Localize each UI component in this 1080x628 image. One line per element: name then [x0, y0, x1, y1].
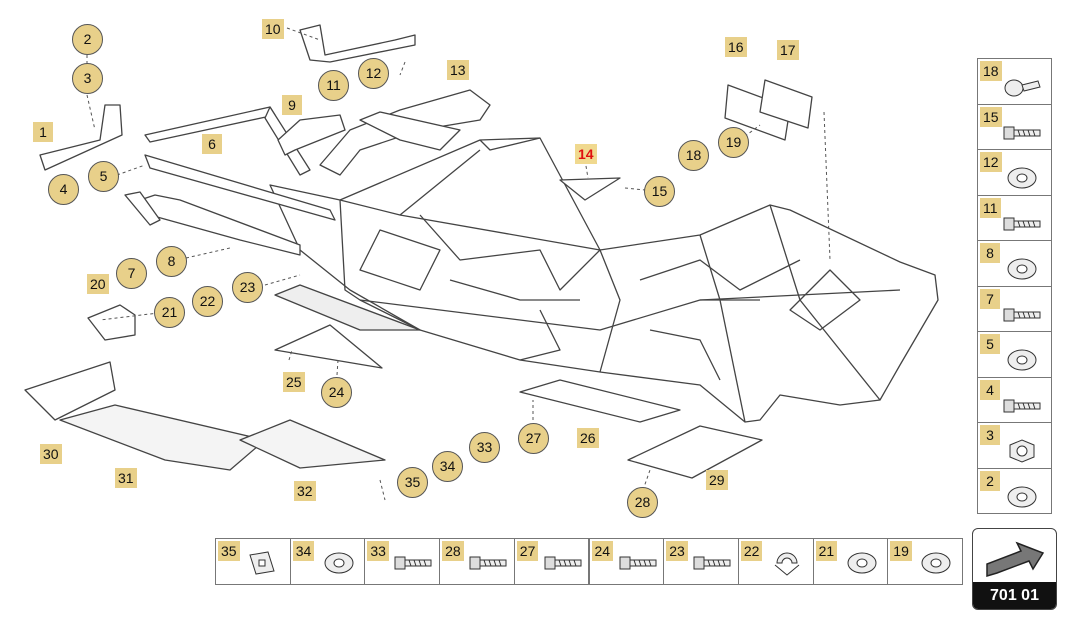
legend-cell-8: 8: [977, 240, 1052, 287]
callout-circle-24: 24: [321, 377, 352, 408]
callout-square-9: 9: [282, 95, 302, 115]
legend-number: 7: [980, 288, 1000, 309]
legend-cell-28: 28: [439, 538, 515, 585]
callout-circle-27: 27: [518, 423, 549, 454]
legend-number: 23: [666, 541, 688, 561]
legend-cell-33: 33: [364, 538, 441, 585]
legend-cell-21: 21: [812, 538, 889, 585]
callout-square-26: 26: [577, 428, 599, 448]
undertray-31: [59, 404, 266, 471]
legend-number: 4: [980, 379, 1000, 400]
legend-cell-27: 27: [513, 538, 590, 585]
callout-square-25: 25: [283, 372, 305, 392]
legend-cell-4: 4: [977, 376, 1052, 423]
callout-circle-7: 7: [116, 258, 147, 289]
page-number: 701 01: [973, 582, 1056, 609]
legend-number: 35: [218, 541, 240, 561]
legend-cell-23: 23: [663, 538, 739, 585]
callout-square-32: 32: [294, 481, 316, 501]
callout-square-13: 13: [447, 60, 469, 80]
callout-square-31: 31: [115, 468, 137, 488]
callout-square-30: 30: [40, 444, 62, 464]
gusset-14: [559, 177, 621, 201]
legend-number: 15: [980, 106, 1002, 127]
hardware-legend-right: 18 15 12 11 8 7 5 4 3 2: [977, 58, 1052, 514]
legend-cell-22: 22: [737, 538, 814, 585]
callout-square-29: 29: [706, 470, 728, 490]
callout-circle-18: 18: [678, 140, 709, 171]
callout-square-6: 6: [202, 134, 222, 154]
callout-square-14: 14: [575, 144, 597, 164]
callout-circle-11: 11: [318, 70, 349, 101]
legend-cell-24: 24: [588, 538, 665, 585]
callout-circle-8: 8: [156, 246, 187, 277]
panel-29: [627, 425, 763, 479]
plate-17: [759, 79, 813, 129]
legend-number: 24: [591, 541, 614, 561]
gasket-30: [24, 361, 116, 421]
legend-number: 18: [980, 61, 1002, 81]
callout-circle-28: 28: [627, 487, 658, 518]
bracket-20: [87, 304, 136, 341]
legend-cell-11: 11: [977, 194, 1052, 241]
callout-circle-15: 15: [644, 176, 675, 207]
legend-number: 33: [367, 541, 389, 561]
bracket-1: [39, 104, 123, 171]
legend-cell-15: 15: [977, 103, 1052, 150]
legend-number: 3: [980, 425, 1000, 445]
callout-circle-2: 2: [72, 24, 103, 55]
undertray-32: [239, 419, 386, 469]
hardware-legend-bottom: 35 34 33 28 27 24 23 22 21 19: [215, 538, 963, 585]
legend-cell-12: 12: [977, 149, 1052, 196]
callout-circle-33: 33: [469, 432, 500, 463]
legend-number: 34: [292, 541, 315, 561]
callout-square-16: 16: [725, 37, 747, 57]
legend-cell-7: 7: [977, 285, 1052, 332]
frame-rail: [144, 154, 336, 221]
callout-circle-22: 22: [192, 286, 223, 317]
callout-circle-5: 5: [88, 161, 119, 192]
legend-cell-35: 35: [215, 538, 291, 585]
callout-circle-19: 19: [718, 127, 749, 158]
callout-square-17: 17: [777, 40, 799, 60]
floor-tray: [274, 284, 421, 331]
legend-number: 12: [980, 152, 1002, 172]
legend-number: 5: [980, 334, 1000, 354]
callout-circle-21: 21: [154, 297, 185, 328]
callout-circle-35: 35: [397, 467, 428, 498]
callout-circle-23: 23: [232, 272, 263, 303]
legend-number: 27: [516, 541, 539, 561]
panel-26: [519, 379, 681, 423]
legend-cell-2: 2: [977, 467, 1052, 514]
callout-square-1: 1: [33, 122, 53, 142]
panel-25: [274, 324, 383, 369]
callout-square-20: 20: [87, 274, 109, 294]
legend-cell-34: 34: [289, 538, 366, 585]
legend-number: 28: [442, 541, 464, 561]
callout-circle-3: 3: [72, 63, 103, 94]
legend-cell-3: 3: [977, 422, 1052, 469]
legend-cell-5: 5: [977, 331, 1052, 378]
arrow-icon: [986, 541, 1045, 578]
legend-number: 21: [815, 541, 838, 561]
legend-number: 2: [980, 470, 1000, 491]
legend-number: 8: [980, 243, 1000, 263]
callout-circle-34: 34: [432, 451, 463, 482]
callout-square-10: 10: [262, 19, 284, 39]
bracket-10: [299, 24, 416, 63]
callout-circle-4: 4: [48, 174, 79, 205]
legend-number: 11: [980, 197, 1001, 218]
legend-number: 22: [740, 541, 763, 561]
legend-number: 19: [890, 541, 912, 561]
page-badge: 701 01: [972, 528, 1057, 610]
legend-cell-18: 18: [977, 58, 1052, 105]
legend-cell-19: 19: [887, 538, 963, 585]
callout-circle-12: 12: [358, 58, 389, 89]
